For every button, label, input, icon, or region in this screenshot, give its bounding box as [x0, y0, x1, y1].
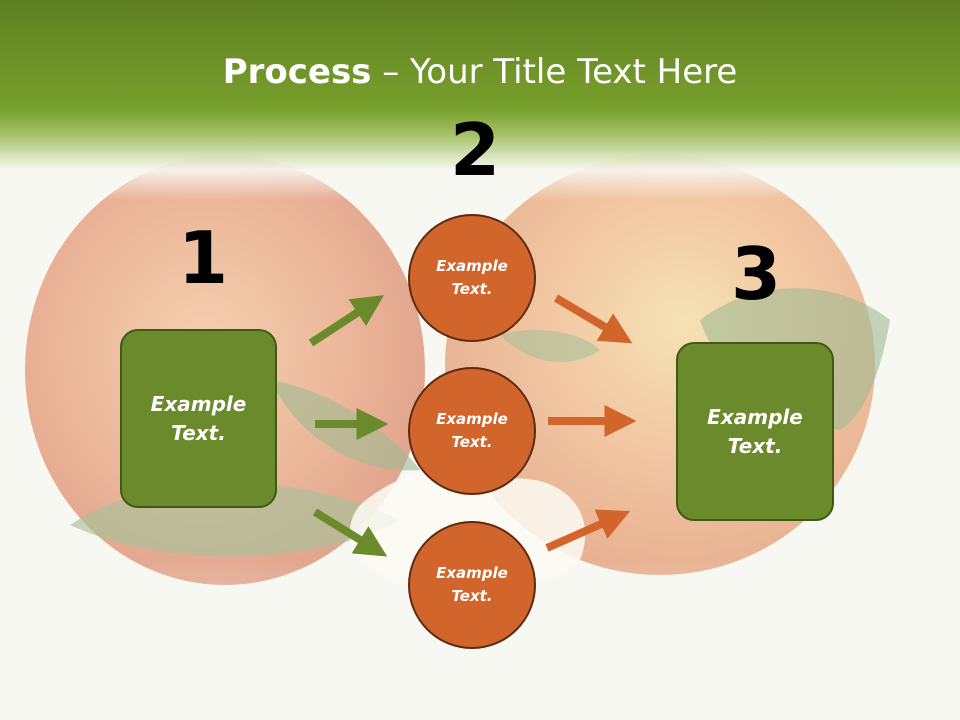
circle-middle[interactable]: Example Text.	[408, 367, 536, 495]
circle-top[interactable]: Example Text.	[408, 214, 536, 342]
leaf-shape	[500, 330, 600, 362]
circle-bottom[interactable]: Example Text.	[408, 521, 536, 649]
right-text-box[interactable]: Example Text.	[676, 342, 834, 521]
step-number-1: 1	[178, 216, 229, 300]
header-band	[0, 0, 960, 200]
circle-top-line1: Example	[436, 256, 508, 275]
circle-top-line2: Text.	[451, 280, 493, 298]
step-number-3: 3	[731, 232, 782, 316]
circle-middle-line1: Example	[436, 409, 508, 428]
left-box-line1: Example	[150, 391, 247, 416]
circle-middle-line2: Text.	[451, 433, 493, 451]
right-box-line1: Example	[707, 404, 803, 429]
slide-title: Process – Your Title Text Here	[0, 52, 960, 92]
left-text-box[interactable]: Example Text.	[120, 329, 277, 508]
arrow-orange-down	[553, 294, 633, 344]
right-box-line2: Text.	[727, 433, 783, 458]
arrow-orange-up	[545, 509, 631, 552]
left-box-line2: Text.	[171, 420, 226, 445]
title-rest: – Your Title Text Here	[371, 52, 738, 92]
circle-bottom-line2: Text.	[451, 587, 493, 605]
arrow-green-down	[312, 508, 388, 557]
title-bold: Process	[222, 52, 372, 92]
step-number-2: 2	[450, 108, 501, 192]
arrow-green-up	[308, 295, 385, 347]
circle-bottom-line1: Example	[436, 563, 508, 582]
